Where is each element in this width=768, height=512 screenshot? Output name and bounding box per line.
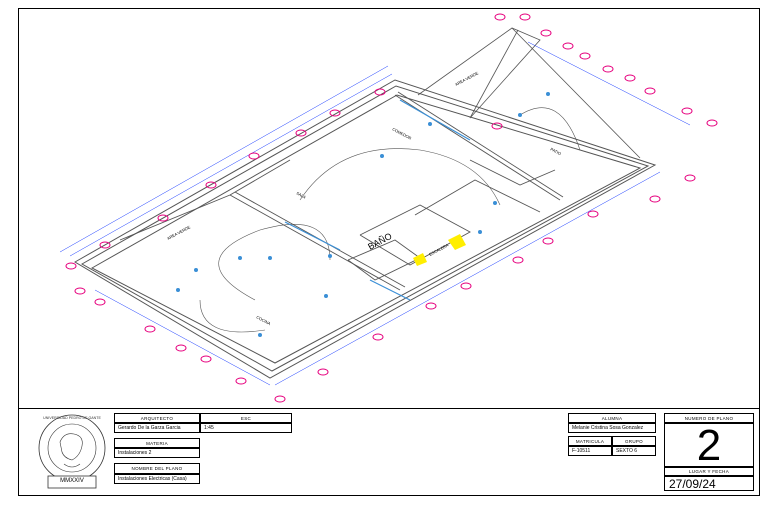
plan-name-value: Instalaciones Electricas (Casa) xyxy=(114,474,200,484)
plan-number-label: NUMERO DE PLANO xyxy=(664,413,754,423)
scale-label: ESC xyxy=(200,413,292,423)
stairs-highlight xyxy=(413,234,466,266)
label-bathroom: BAÑO xyxy=(366,231,393,252)
plan-number-value: 2 xyxy=(664,423,754,467)
seal-text: UNIVERSIDAD PEDRO DE GANTE xyxy=(43,416,101,420)
label-living: SALA xyxy=(296,190,308,199)
student-label: ALUMNA xyxy=(568,413,656,423)
rear-green-area xyxy=(417,27,641,159)
enrollment-label: MATRICULA xyxy=(568,436,612,446)
architect-name: Gerardo De la Garza Garcia xyxy=(114,423,200,433)
dimension-lines xyxy=(59,41,691,386)
interior-walls xyxy=(119,91,564,291)
label-patio: PATIO xyxy=(550,146,562,156)
seal-year: MMXXIV xyxy=(60,478,84,484)
title-block-top-line xyxy=(18,408,760,409)
scale-value: 1:45 xyxy=(200,423,292,433)
group-label: GRUPO xyxy=(612,436,656,446)
label-green-area-1: AREA VERDE xyxy=(454,70,479,87)
wiring-segments xyxy=(284,99,471,301)
architect-label: ARQUITECTO xyxy=(114,413,200,423)
place-date-value: 27/09/24 xyxy=(664,476,754,491)
drawing-frame xyxy=(18,8,760,496)
circuit-lines xyxy=(199,107,581,333)
grid-markers xyxy=(65,13,718,403)
subject-value: Instalaciones 2 xyxy=(114,448,200,458)
plan-name-label: NOMBRE DEL PLANO xyxy=(114,463,200,474)
subject-label: MATERIA xyxy=(114,438,200,448)
label-kitchen: COCINA xyxy=(256,314,272,326)
fixture-points xyxy=(176,92,550,337)
university-seal xyxy=(38,414,106,489)
label-stairs: ESCALERA xyxy=(428,242,449,257)
student-name: Melanie Cristina Sosa Gonzalez xyxy=(568,423,656,433)
outer-walls xyxy=(74,79,657,379)
place-date-label: LUGAR Y FECHA xyxy=(664,467,754,476)
label-dining: COMEDOR xyxy=(392,126,413,140)
label-green-area-2: AREA VERDE xyxy=(166,224,191,241)
enrollment-value: F-10511 xyxy=(568,446,612,456)
group-value: SEXTO 6 xyxy=(612,446,656,456)
